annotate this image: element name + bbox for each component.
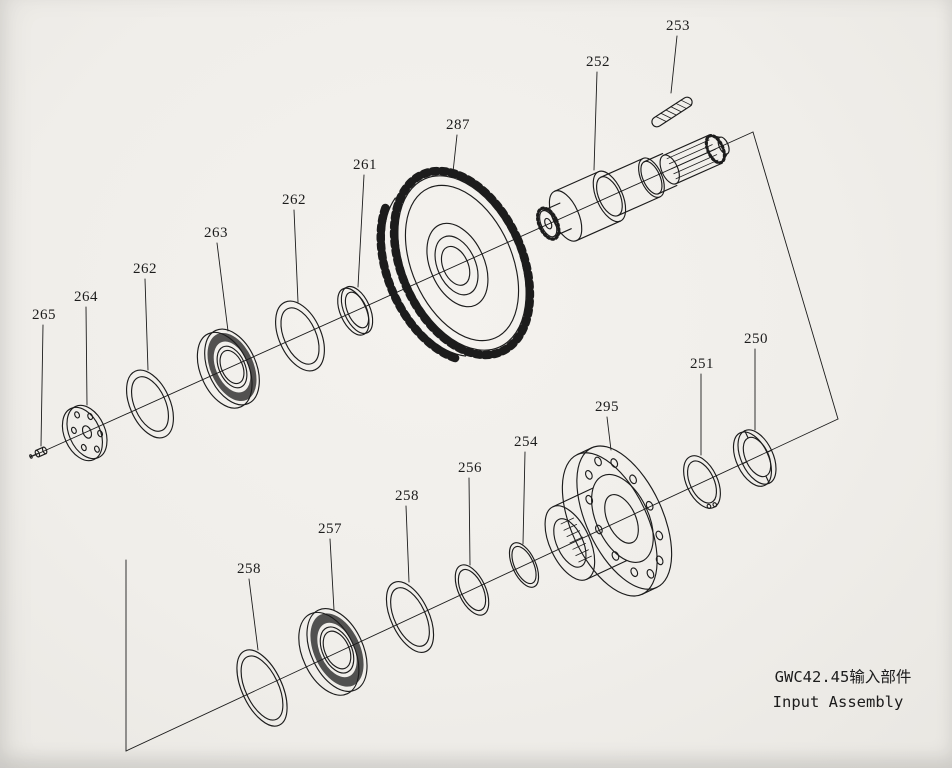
part-251-circlip <box>683 455 721 509</box>
right-border-line <box>752 131 839 420</box>
part-262-seal-ring-mid <box>275 300 325 372</box>
part-number-250: 250 <box>744 331 768 347</box>
callout-264: 264 <box>74 289 98 406</box>
part-250-round-nut <box>732 429 777 487</box>
part-287-helical-gear <box>376 166 535 363</box>
leader-line-262-upper <box>293 209 299 303</box>
frame-and-centerlines <box>32 131 839 752</box>
leader-line-261 <box>357 174 365 288</box>
leader-line-265 <box>40 324 44 447</box>
part-261-spacer-ring <box>337 285 374 336</box>
leader-line-295 <box>606 416 612 451</box>
leader-line-252 <box>593 71 598 171</box>
callout-263: 263 <box>204 225 229 332</box>
part-number-264: 264 <box>74 289 98 305</box>
callout-262-upper: 262 <box>282 192 306 303</box>
part-number-253: 253 <box>666 18 690 34</box>
leader-line-258-left <box>248 578 259 651</box>
caption-chinese: GWC42.45输入部件 <box>775 668 912 686</box>
leader-line-257 <box>329 538 335 611</box>
leader-line-258-mid <box>405 505 410 583</box>
leader-line-263 <box>216 242 229 332</box>
part-257-bearing <box>298 608 368 696</box>
part-number-257: 257 <box>318 521 342 537</box>
caption-block: GWC42.45输入部件 Input Assembly <box>773 668 912 711</box>
caption-english: Input Assembly <box>773 693 904 711</box>
part-262-seal-ring-left <box>126 369 174 439</box>
leader-line-287 <box>452 134 458 173</box>
callout-258-left: 258 <box>237 561 261 651</box>
leader-line-262-left <box>144 278 149 371</box>
part-253-key <box>651 96 693 128</box>
part-number-254: 254 <box>514 434 538 450</box>
part-number-258-left: 258 <box>237 561 261 577</box>
callout-251: 251 <box>690 356 714 456</box>
callout-250: 250 <box>744 331 768 431</box>
part-number-252: 252 <box>586 54 610 70</box>
part-number-251: 251 <box>690 356 714 372</box>
part-number-258-mid: 258 <box>395 488 419 504</box>
callout-262-left: 262 <box>133 261 157 371</box>
part-number-262-left: 262 <box>133 261 157 277</box>
part-number-265: 265 <box>32 307 56 323</box>
part-number-287: 287 <box>446 117 470 133</box>
leader-line-254 <box>522 451 526 545</box>
callout-287: 287 <box>446 117 470 173</box>
callout-295: 295 <box>595 399 619 451</box>
callout-258-mid: 258 <box>395 488 419 583</box>
part-254-washer <box>508 542 540 588</box>
leader-line-264 <box>85 306 88 406</box>
part-number-295: 295 <box>595 399 619 415</box>
leader-line-253 <box>670 35 678 94</box>
callout-265: 265 <box>32 307 56 447</box>
callout-257: 257 <box>318 521 342 611</box>
part-256-washer <box>454 564 490 616</box>
callouts: 253 252 287 261 262 263 262 264 <box>32 18 768 651</box>
callout-256: 256 <box>458 460 482 566</box>
leader-line-256 <box>468 477 471 566</box>
part-295-output-flange <box>544 445 673 597</box>
part-number-263: 263 <box>204 225 228 241</box>
part-number-256: 256 <box>458 460 482 476</box>
part-258-oring-left <box>236 649 288 727</box>
callout-254: 254 <box>514 434 538 545</box>
callout-253: 253 <box>666 18 690 94</box>
part-number-262-upper: 262 <box>282 192 306 208</box>
part-252-input-shaft <box>536 134 730 242</box>
part-258-oring-mid <box>385 581 435 653</box>
part-265-pin <box>29 446 48 459</box>
part-264-end-plate <box>61 404 108 462</box>
callout-252: 252 <box>586 54 610 171</box>
part-263-bearing <box>196 328 260 409</box>
callout-261: 261 <box>353 157 377 288</box>
part-number-261: 261 <box>353 157 377 173</box>
